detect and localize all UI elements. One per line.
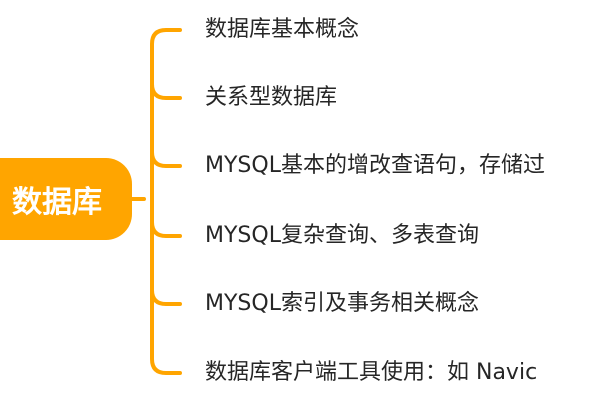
branch-relational-db[interactable]: 关系型数据库 — [205, 85, 338, 110]
connector-bracket — [126, 28, 182, 375]
root-label: 数据库 — [12, 185, 102, 220]
branch-mysql-statements[interactable]: MYSQL基本的增改查语句，存储过 — [205, 153, 545, 178]
branch-mysql-complex-query[interactable]: MYSQL复杂查询、多表查询 — [205, 223, 479, 248]
branch-client-tools[interactable]: 数据库客户端工具使用：如 Navic — [205, 360, 538, 385]
root-node[interactable]: 数据库 — [0, 158, 132, 240]
branch-mysql-index-transaction[interactable]: MYSQL索引及事务相关概念 — [205, 291, 479, 316]
branch-basic-concepts[interactable]: 数据库基本概念 — [205, 17, 360, 42]
